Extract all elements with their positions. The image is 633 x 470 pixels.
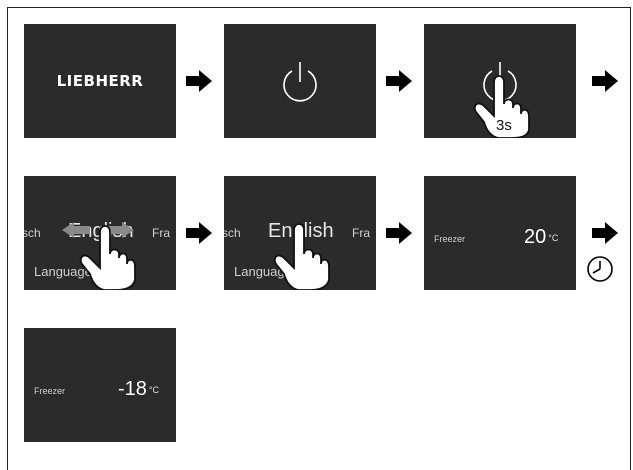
hold-time-label: 3s xyxy=(496,117,512,134)
temperature-unit: °C xyxy=(548,233,559,243)
temperature-unit: °C xyxy=(148,385,160,395)
language-option-next: Fra xyxy=(352,226,370,240)
arrow-right-icon xyxy=(186,222,212,244)
temperature-value: 20 xyxy=(524,226,547,248)
power-icon xyxy=(283,62,317,102)
clock-icon xyxy=(587,256,613,282)
zone-label: Freezer xyxy=(434,234,466,244)
arrow-right-icon xyxy=(592,70,618,92)
screen-freezer-final: Freezer -18°C xyxy=(24,328,176,442)
language-option-next: Fra xyxy=(152,226,170,240)
diagram-frame xyxy=(7,7,631,470)
screen-language-swipe: sch English Fra Language xyxy=(24,176,176,290)
screen-freezer-initial: Freezer 20°C xyxy=(424,176,576,290)
screen-logo: LIEBHERR xyxy=(24,24,176,138)
language-carousel: sch English Fra xyxy=(24,220,176,248)
arrow-right-icon xyxy=(386,70,412,92)
arrow-right-icon xyxy=(386,222,412,244)
language-label: Language xyxy=(34,264,92,279)
language-carousel: sch English Fra xyxy=(224,220,376,248)
zone-label: Freezer xyxy=(34,386,66,396)
language-option-current: English xyxy=(68,220,134,242)
screen-language-select: sch English Fra Language xyxy=(224,176,376,290)
language-option-prev: sch xyxy=(224,226,241,240)
temperature-display: 20°C xyxy=(524,226,558,249)
brand-logo: LIEBHERR xyxy=(56,72,144,90)
language-option-prev: sch xyxy=(24,226,41,240)
arrow-right-icon xyxy=(186,70,212,92)
screen-power-hold: 3s xyxy=(424,24,576,138)
temperature-display: -18°C xyxy=(118,378,159,401)
screen-power xyxy=(224,24,376,138)
arrow-right-icon xyxy=(592,222,618,244)
language-option-current: English xyxy=(268,220,334,242)
language-label: Language xyxy=(234,264,292,279)
power-icon xyxy=(483,62,517,102)
temperature-value: -18 xyxy=(118,378,147,400)
